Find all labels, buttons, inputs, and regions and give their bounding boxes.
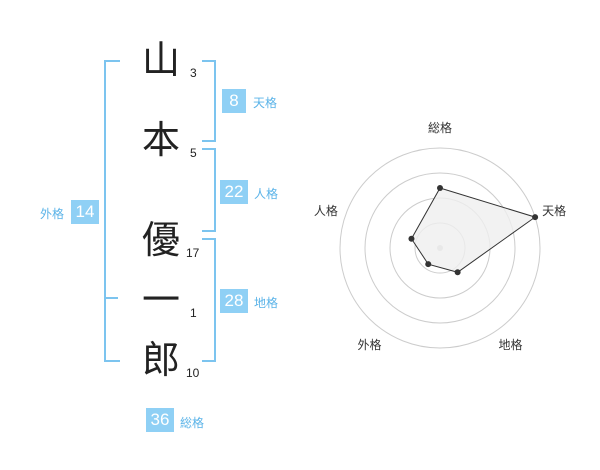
tenkaku-bracket (202, 60, 216, 142)
radar-axis-label: 天格 (542, 203, 566, 218)
radar-axis-label: 地格 (499, 337, 523, 352)
radar-point-3 (454, 269, 461, 276)
surname-char-2: 本 (141, 118, 180, 162)
jinkaku-bracket (202, 148, 216, 232)
radar-point-4 (425, 261, 432, 268)
gaikaku-value: 14 (71, 200, 99, 224)
radar-point-5 (408, 235, 415, 242)
given-char-2: 一 (141, 278, 180, 322)
radar-axis-label: 外格 (357, 337, 381, 352)
soukaku-value: 36 (146, 408, 174, 432)
jinkaku-label: 人格 (254, 187, 279, 201)
stroke-count-4: 1 (190, 306, 197, 320)
gaikaku-bracket (104, 60, 120, 362)
radar-ring (364, 172, 516, 324)
tenkaku-label: 天格 (253, 96, 278, 110)
given-char-3: 郎 (141, 338, 180, 382)
chikaku-bracket (202, 238, 216, 362)
radar-axis-label: 総格 (428, 120, 452, 135)
gaikaku-label: 外格 (40, 207, 65, 221)
stroke-count-3: 17 (186, 246, 200, 260)
soukaku-label: 総格 (180, 416, 205, 430)
stroke-count-5: 10 (186, 366, 200, 380)
radar-ring (339, 147, 541, 349)
given-char-1: 優 (141, 218, 180, 262)
stroke-count-2: 5 (190, 146, 197, 160)
radar-point-1 (437, 185, 443, 191)
jinkaku-value: 22 (220, 180, 248, 204)
chikaku-label: 地格 (254, 296, 279, 310)
surname-char-1: 山 (141, 38, 180, 82)
radar-point-2 (532, 214, 539, 221)
gaikaku-bracket-divider (104, 297, 118, 299)
radar-series-area (410, 187, 537, 273)
chikaku-value: 28 (220, 289, 248, 313)
radar-axis-label: 人格 (314, 203, 338, 218)
stroke-count-1: 3 (190, 66, 197, 80)
tenkaku-value: 8 (222, 89, 246, 113)
